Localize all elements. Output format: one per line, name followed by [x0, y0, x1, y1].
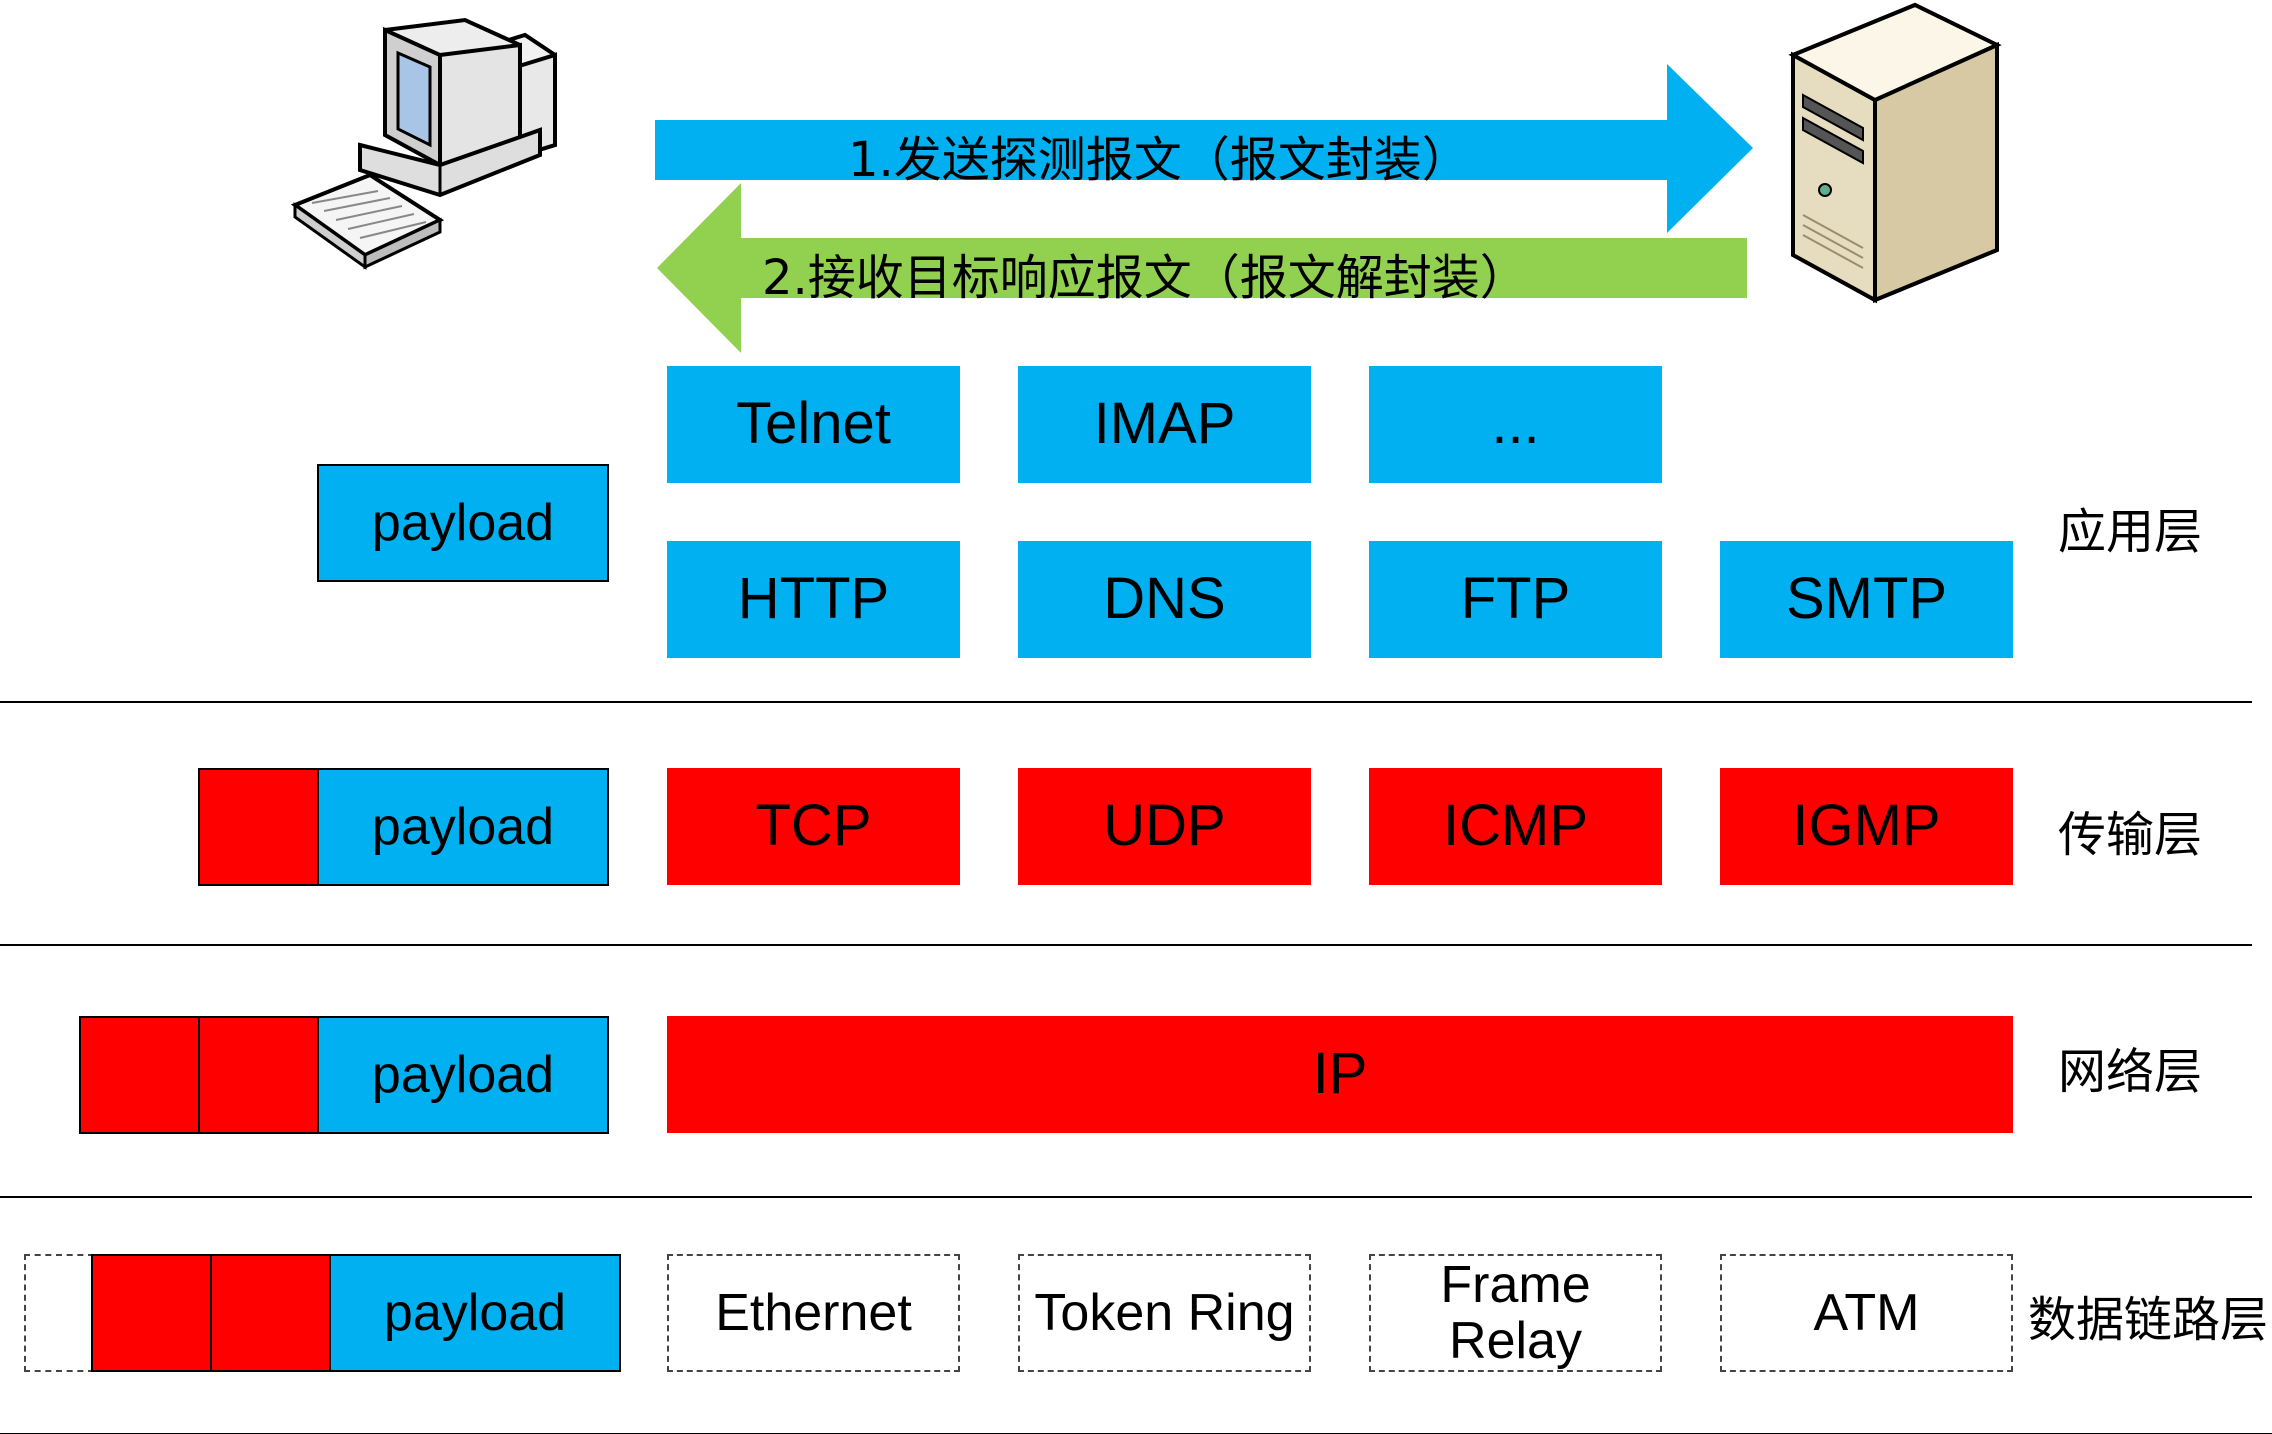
frame-trailer: [24, 1254, 94, 1372]
protocol-more: ...: [1369, 366, 1662, 483]
layer-divider: [0, 1196, 2252, 1198]
receive-arrow: [657, 183, 1747, 353]
transport-layer-label: 传输层: [2058, 807, 2203, 863]
datalink-packet: payload: [91, 1254, 621, 1372]
server-tower-icon: [1788, 2, 2002, 304]
application-layer-label: 应用层: [2058, 504, 2203, 560]
network-packet: payload: [79, 1016, 609, 1134]
network-payload: payload: [319, 1018, 607, 1132]
protocol-atm: ATM: [1720, 1254, 2013, 1372]
layer-divider: [0, 701, 2252, 703]
protocol-icmp: ICMP: [1369, 768, 1662, 885]
transport-header: [200, 770, 319, 884]
send-arrow-label: 1.发送探测报文（报文封装）: [848, 132, 1470, 188]
protocol-ftp: FTP: [1369, 541, 1662, 658]
application-payload: payload: [317, 464, 609, 582]
protocol-smtp: SMTP: [1720, 541, 2013, 658]
datalink-layer-label: 数据链路层: [2028, 1292, 2269, 1348]
receive-arrow-label: 2.接收目标响应报文（报文解封装）: [762, 250, 1528, 306]
protocol-imap: IMAP: [1018, 366, 1311, 483]
network-header-inner: [200, 1018, 319, 1132]
protocol-igmp: IGMP: [1720, 768, 2013, 885]
datalink-header-inner: [212, 1256, 331, 1370]
network-layer-label: 网络层: [2058, 1044, 2203, 1100]
protocol-dns: DNS: [1018, 541, 1311, 658]
datalink-payload: payload: [331, 1256, 619, 1370]
network-header-outer: [81, 1018, 200, 1132]
transport-packet: payload: [198, 768, 609, 886]
protocol-frame-relay: Frame Relay: [1369, 1254, 1662, 1372]
layer-divider: [0, 944, 2252, 946]
protocol-token-ring: Token Ring: [1018, 1254, 1311, 1372]
protocol-telnet: Telnet: [667, 366, 960, 483]
datalink-header-outer: [93, 1256, 212, 1370]
protocol-tcp: TCP: [667, 768, 960, 885]
protocol-ethernet: Ethernet: [667, 1254, 960, 1372]
transport-payload: payload: [319, 770, 607, 884]
send-arrow: [655, 64, 1753, 233]
desktop-computer-icon: [290, 17, 557, 270]
protocol-http: HTTP: [667, 541, 960, 658]
protocol-ip: IP: [667, 1016, 2013, 1133]
protocol-udp: UDP: [1018, 768, 1311, 885]
